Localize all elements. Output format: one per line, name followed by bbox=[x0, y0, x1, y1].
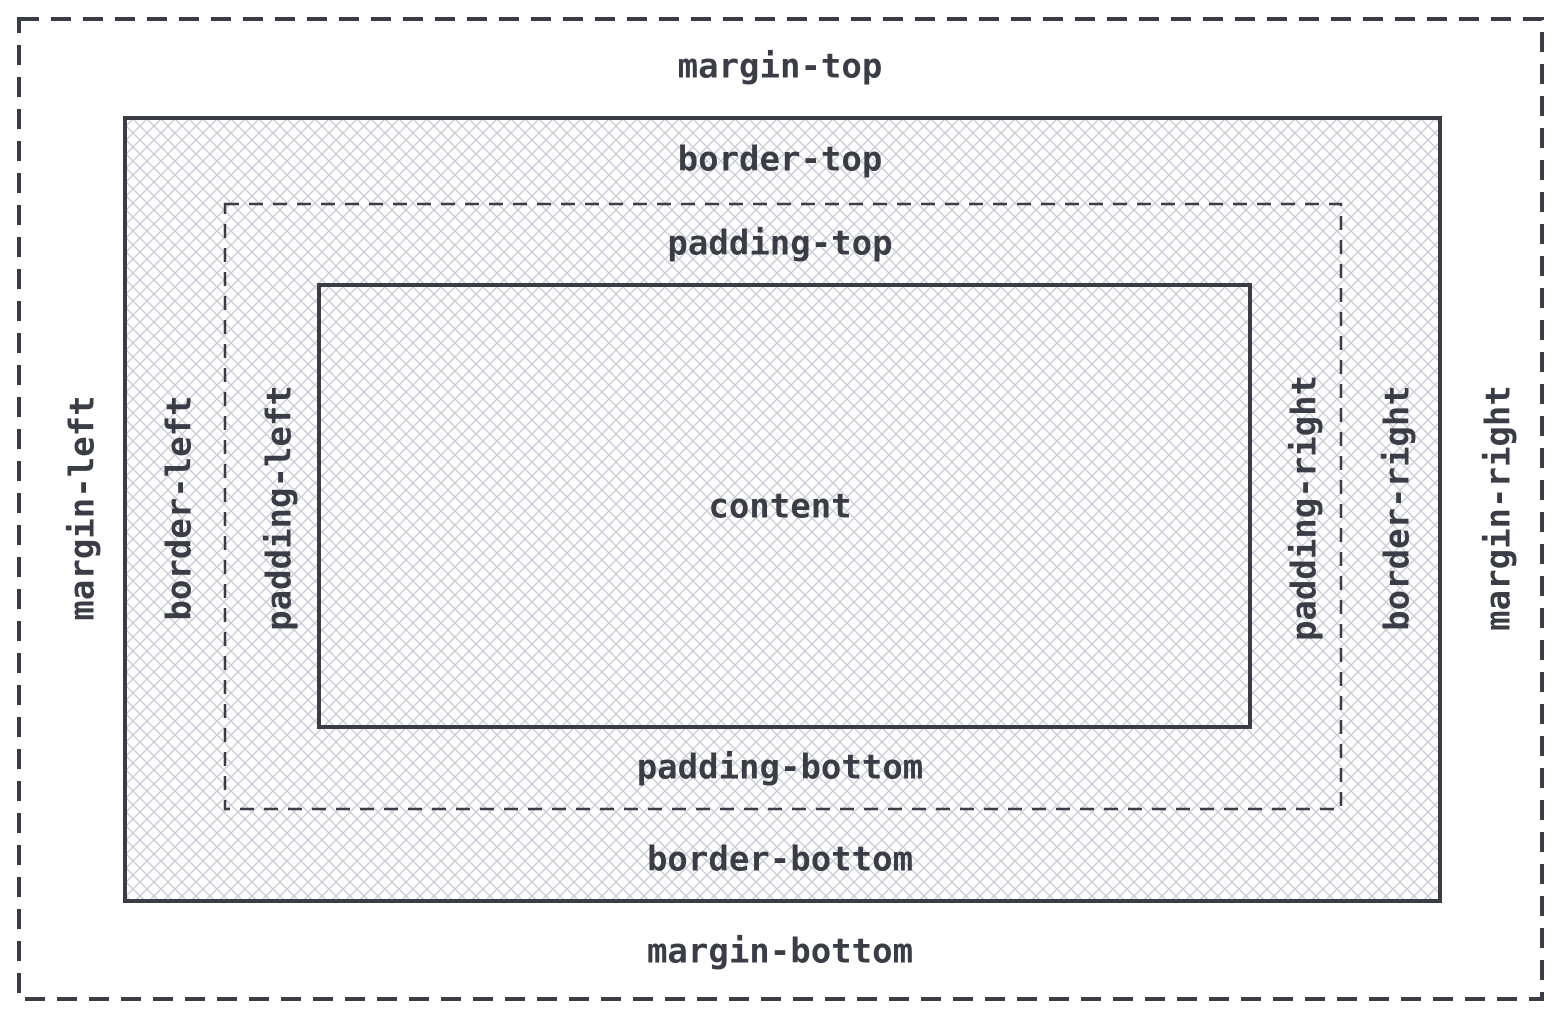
content-label: content bbox=[708, 487, 851, 527]
padding-top-label: padding-top bbox=[667, 224, 892, 264]
margin-right-label: margin-right bbox=[1479, 385, 1519, 631]
border-top-label: border-top bbox=[678, 140, 883, 180]
padding-box bbox=[223, 202, 1343, 811]
margin-left-label: margin-left bbox=[63, 395, 103, 620]
margin-box bbox=[17, 17, 1544, 1001]
border-bottom-label: border-bottom bbox=[647, 840, 913, 880]
content-box bbox=[317, 283, 1252, 729]
border-box bbox=[123, 116, 1442, 903]
border-right-label: border-right bbox=[1378, 385, 1418, 631]
margin-top-label: margin-top bbox=[678, 47, 883, 87]
padding-left-label: padding-left bbox=[260, 385, 300, 631]
padding-right-label: padding-right bbox=[1285, 375, 1325, 641]
border-left-label: border-left bbox=[160, 395, 200, 620]
padding-bottom-label: padding-bottom bbox=[637, 748, 924, 788]
margin-bottom-label: margin-bottom bbox=[647, 932, 913, 972]
